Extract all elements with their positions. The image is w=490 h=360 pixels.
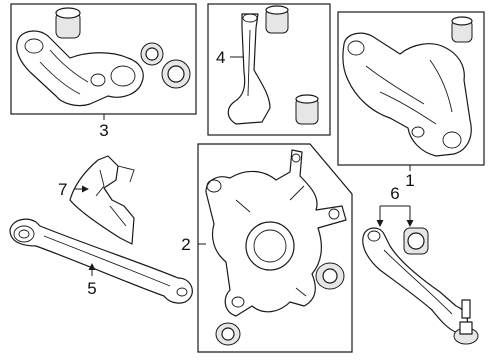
part-box-2	[197, 143, 353, 353]
lower-control-arm-part	[342, 32, 472, 157]
callout-7: 7	[58, 180, 67, 199]
part-group-5: 5	[9, 218, 193, 304]
part-box-1	[337, 11, 485, 166]
bushing-icon	[265, 5, 289, 34]
part-group-7: 7	[58, 155, 135, 245]
bushing-icon	[295, 94, 319, 125]
callout-2: 2	[181, 235, 190, 254]
bracket-part	[69, 155, 135, 245]
bushing-icon	[403, 227, 429, 255]
upper-control-arm-part	[16, 30, 144, 107]
callout-3: 3	[99, 121, 108, 140]
part-group-1: 1	[337, 11, 485, 190]
part-group-4: 4	[207, 3, 331, 136]
ball-joint-icon	[453, 299, 479, 345]
bushing-icon	[140, 42, 164, 66]
callout-1: 1	[405, 171, 414, 190]
part-box-4	[207, 3, 331, 136]
bushing-icon	[215, 322, 241, 346]
part-group-2: 2	[181, 143, 353, 353]
bushing-icon	[161, 59, 191, 89]
lower-link-part	[9, 218, 193, 304]
part-group-3: 3	[10, 3, 197, 140]
part-group-6: 6	[362, 184, 479, 345]
callout-6: 6	[390, 184, 399, 203]
callout-4: 4	[216, 48, 225, 67]
bushing-icon	[55, 7, 81, 39]
bushing-icon	[451, 16, 473, 43]
callout-5: 5	[87, 279, 96, 298]
bushing-icon	[315, 262, 345, 290]
